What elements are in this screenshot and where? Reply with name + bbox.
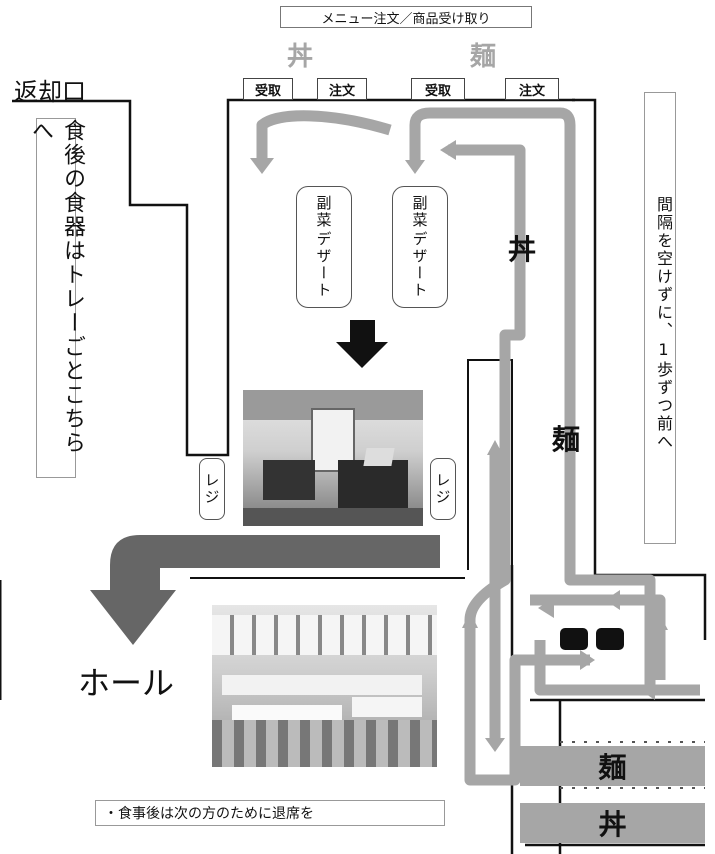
spacing-note-text: 間隔を空けずに、1歩ずつ前へ [654,195,673,451]
return-note: 食後の食器はトレーごとこちらへ [28,118,85,478]
bottom-note-text: ・食事後は次の方のために退席を [104,806,314,822]
men-order-counter: 注文 [505,78,559,100]
side-dish-line1: 副菜 [314,195,333,229]
flow-paths [256,107,700,786]
men-order-label: 注文 [518,83,545,99]
side-dish-line2: デザート [314,231,333,299]
pillar-block [560,628,588,650]
don-queue-bar: 丼 [520,803,705,843]
don-receive-label: 受取 [254,83,281,99]
pillar-block [596,628,624,650]
side-dish-station: 副菜 デザート [296,186,352,308]
men-queue-label: 麺 [598,751,627,784]
hall-label: ホール [78,664,175,702]
men-lane-label: 麺 [552,423,581,456]
don-order-label: 注文 [328,83,355,99]
don-receive-counter: 受取 [243,78,293,100]
don-order-counter: 注文 [317,78,367,100]
don-lane-label: 丼 [508,233,537,266]
register-right: レジ [430,458,456,520]
men-queue-bar: 麺 [520,746,705,786]
side-dish-line2: デザート [410,231,429,299]
side-dish-station: 副菜 デザート [392,186,448,308]
flow-arrowheads [250,140,668,752]
hall-arrow [90,535,440,645]
return-label: 返却口 [14,78,86,106]
don-heading: 丼 [287,42,314,72]
men-heading: 麺 [470,42,497,72]
top-banner: メニュー注文／商品受け取り [280,6,532,28]
men-receive-label: 受取 [424,83,451,99]
register-left: レジ [199,458,225,520]
queue-lanes [560,741,705,789]
register-left-label: レジ [202,472,221,506]
hall-photo [212,605,437,767]
don-queue-label: 丼 [598,808,627,841]
return-note-text: 食後の食器はトレーごとこちらへ [28,119,85,455]
register-right-label: レジ [433,472,452,506]
register-photo [243,390,423,526]
side-dish-line1: 副菜 [410,195,429,229]
bottom-note: ・食事後は次の方のために退席を [95,800,445,826]
top-banner-text: メニュー注文／商品受け取り [321,11,491,27]
down-arrow-icon [336,320,388,368]
men-receive-counter: 受取 [411,78,465,100]
spacing-note: 間隔を空けずに、1歩ずつ前へ [644,92,676,544]
